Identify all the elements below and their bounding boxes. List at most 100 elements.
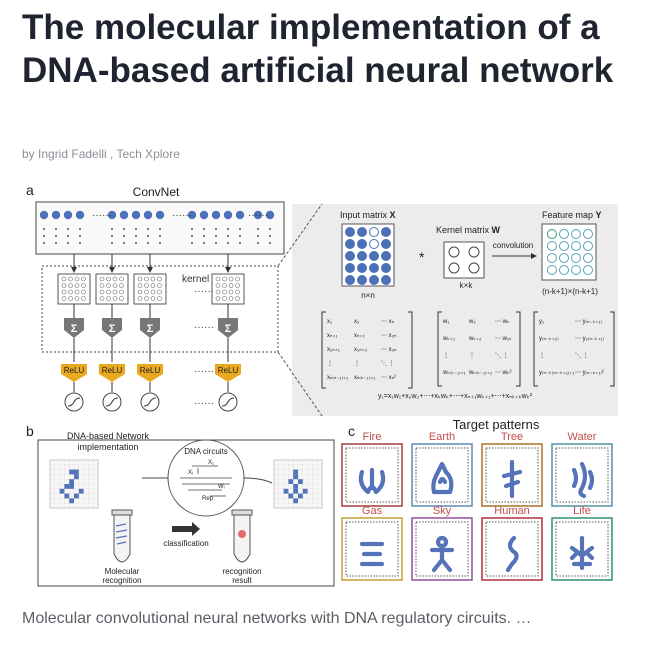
input-node-dot (159, 228, 161, 230)
kernel-node (74, 289, 80, 295)
kernel-node (68, 276, 73, 282)
panel-b-title-2: implementation (77, 442, 138, 452)
symbolic-matrix-y: y₁⋯ y₍ₙ₋ₖ₊₁₎y₍ₙ₋ₖ₊₂₎⋯ y₂₍ₙ₋ₖ₊₁₎⋮⋱ ⋮y₍ₙ₋ₖ… (533, 311, 615, 387)
input-node-dot (79, 242, 81, 244)
pattern-cell (293, 498, 298, 504)
kernel-node (157, 296, 162, 301)
kernel-node (81, 296, 86, 301)
pattern-name: Tree (501, 431, 523, 443)
input-node-dot (43, 228, 45, 230)
dna-circuit-diagram (180, 465, 232, 497)
matrix-y-entry: y₍ₙ₋ₖ₎₍ₙ₋ₖ₊₁₎₊₁ (539, 370, 575, 376)
input-node (211, 210, 221, 220)
matrix-y-entry: ⋯ y₂₍ₙ₋ₖ₊₁₎ (575, 336, 605, 342)
matrix-y-entry: ⋱ ⋮ (575, 353, 589, 359)
pattern-cell (64, 493, 70, 499)
matrix-x-node (357, 227, 367, 237)
ellipsis-text: ······ (194, 366, 214, 377)
matrix-x-node (345, 239, 355, 249)
matrix-x-node (369, 227, 379, 237)
matrix-y-node (571, 241, 581, 251)
panel-c-label: c (348, 423, 355, 439)
kernel-node (137, 289, 143, 295)
result-label-1: recognition (222, 567, 261, 576)
input-node-dot (203, 242, 205, 244)
ellipsis-text: ······ (194, 322, 214, 333)
panel-a-label: a (26, 182, 34, 198)
pattern-border (345, 447, 399, 503)
relu-node (61, 364, 87, 382)
kernel-node (150, 276, 156, 282)
relu-label: ReLU (140, 366, 161, 375)
panel-b-title-1: DNA-based Network (67, 431, 150, 441)
input-node-dot (123, 242, 125, 244)
pattern-glyph (569, 535, 595, 571)
matrix-x-entry: xₙ₍ₙ₋₁₎₊₁ (327, 375, 348, 381)
matrix-w-node (448, 262, 460, 274)
conv-group (41, 265, 279, 353)
molecular-label-1: Molecular (105, 567, 140, 576)
kernel-matrix-label: Kernel matrix W (436, 225, 501, 235)
matrix-w-entry: ⋮ (469, 353, 475, 359)
pattern-border (345, 521, 399, 577)
input-node-dot (67, 242, 69, 244)
matrix-x-node (345, 227, 355, 237)
kernel-node (222, 283, 227, 288)
bracket-right (610, 311, 615, 387)
matrix-y-entry: ⋮ (539, 353, 545, 359)
pattern-cell (293, 484, 298, 489)
wi-label: Wᵢ (218, 484, 225, 490)
kernel-node (119, 283, 124, 288)
input-node-dot (67, 228, 69, 230)
ellipsis-text: ······ (172, 210, 192, 221)
matrix-w-entry: wₖ₊₁ (442, 336, 455, 342)
pattern-glyph (571, 461, 595, 499)
relu-node (215, 364, 241, 382)
pattern-cell (74, 493, 79, 499)
matrix-x-node (381, 275, 391, 285)
pattern-cell (69, 469, 74, 475)
kernel-grid (95, 273, 129, 305)
pattern-glyph (429, 535, 455, 573)
pattern-cell (74, 469, 79, 475)
kernel-matrix-grid (443, 241, 485, 279)
kernel-node (99, 296, 105, 301)
input-node-dot (55, 228, 57, 230)
pattern-glyph (359, 541, 385, 567)
input-node-dot (191, 235, 193, 237)
kernel-node (106, 289, 111, 295)
pattern-glyph (501, 459, 523, 499)
pattern-cell (59, 488, 65, 494)
kernel-node (157, 283, 162, 288)
input-node (155, 210, 165, 220)
input-node (235, 210, 245, 220)
matrix-x-entry: x₂ₙ₊₁ (327, 347, 340, 353)
pattern-border (415, 447, 469, 503)
kernel-box (133, 273, 167, 305)
image-caption: Molecular convolutional neural networks … (22, 610, 532, 627)
matrix-x-entry: ⋯ x₂ₙ (381, 333, 397, 339)
input-node (75, 210, 85, 220)
pattern-frame (341, 517, 403, 581)
matrix-y-node (559, 265, 569, 275)
kernel-node (106, 296, 111, 301)
matrix-x-entry: ⋱ ⋮ (381, 361, 395, 367)
pattern-name: Sky (433, 505, 452, 517)
kernel-node (144, 289, 149, 295)
kernel-node (222, 276, 227, 282)
input-node-dot (111, 235, 113, 237)
input-node-dot (203, 235, 205, 237)
pattern-cell (298, 493, 303, 499)
input-node-dot (159, 235, 161, 237)
kernel-label: kernel (182, 274, 209, 285)
kernel-node (144, 296, 149, 301)
output-pattern-grid (273, 459, 323, 509)
convnet-title: ConvNet (133, 185, 180, 199)
ellipsis-text: ······ (194, 398, 214, 409)
convolution-label: convolution (493, 241, 533, 250)
pattern-name: Life (573, 505, 591, 517)
input-node-dot (269, 235, 271, 237)
result-tube (231, 509, 253, 563)
kernel-node (68, 289, 73, 295)
